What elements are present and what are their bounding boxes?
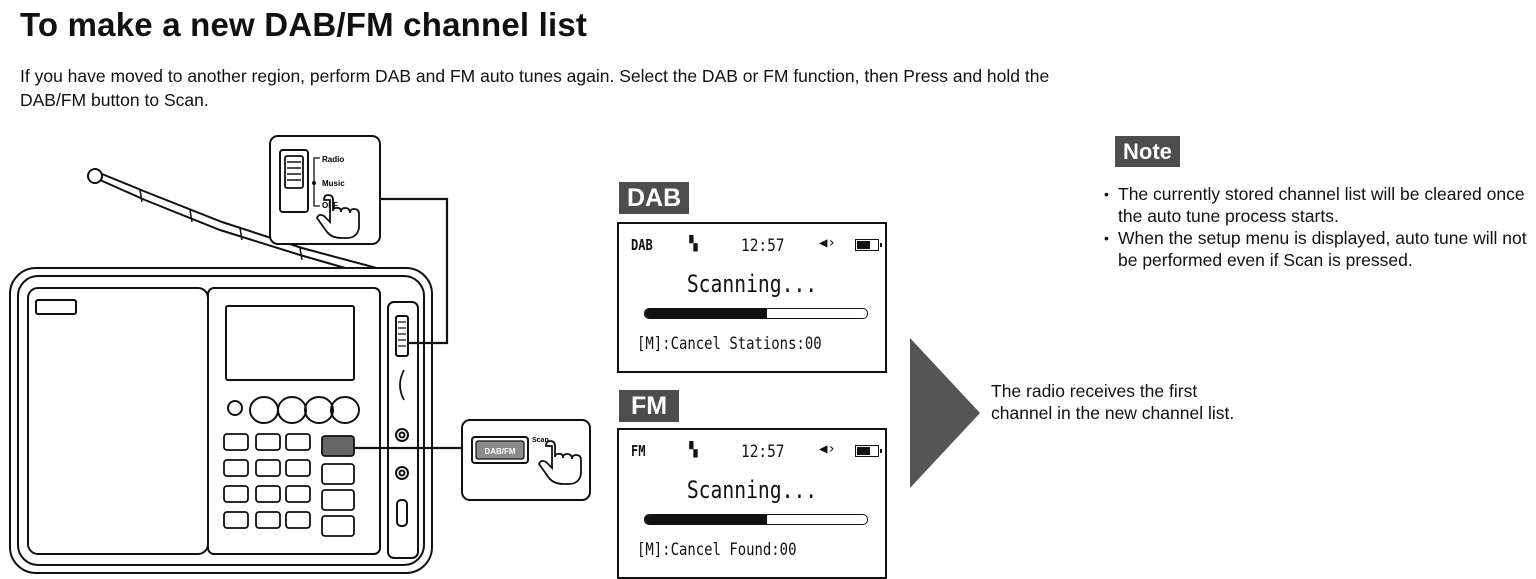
found-counter: [M]:Cancel Found:00 [637, 540, 797, 560]
status-bar: FM ▝▖ 12:57 ◀› [629, 441, 882, 464]
page-title: To make a new DAB/FM channel list [20, 6, 588, 43]
progress-fill [645, 515, 768, 524]
note-item: The currently stored channel list will b… [1104, 183, 1534, 227]
note-badge: Note [1115, 136, 1180, 167]
dabfm-button-label: DAB/FM [484, 447, 515, 456]
scan-progress-bar [644, 308, 868, 319]
mode-indicator: FM [631, 442, 646, 460]
note-item: When the setup menu is displayed, auto t… [1104, 227, 1534, 271]
radio-illustration: Radio Music OFF DAB/FM Scan [9, 135, 591, 574]
switch-callout: Radio Music OFF [269, 135, 381, 245]
arrow-right-icon [910, 338, 980, 488]
clock-time: 12:57 [741, 442, 785, 462]
intro-paragraph: If you have moved to another region, per… [20, 66, 1050, 110]
dabfm-button-callout: DAB/FM Scan [461, 419, 591, 501]
signal-strength-icon: ▝▖ [685, 442, 702, 458]
result-text: The radio receives the first channel in … [991, 381, 1235, 423]
speaker-icon: ◀› [819, 441, 836, 457]
antenna-illustration [87, 168, 385, 279]
dab-display: DAB ▝▖ 12:57 ◀› Scanning... [M]:Cancel S… [617, 222, 887, 373]
dab-badge: DAB [619, 182, 690, 214]
scanning-text: Scanning... [686, 476, 818, 504]
pointing-hand-icon [315, 194, 360, 239]
speaker-icon: ◀› [819, 235, 836, 251]
mode-indicator: DAB [631, 236, 653, 254]
progress-fill [645, 309, 768, 318]
note-list: The currently stored channel list will b… [1104, 183, 1534, 271]
battery-icon [855, 239, 882, 251]
fm-badge: FM [619, 390, 680, 422]
signal-strength-icon: ▝▖ [685, 236, 702, 252]
clock-time: 12:57 [741, 236, 785, 256]
stations-counter: [M]:Cancel Stations:00 [637, 334, 822, 354]
scan-caption: Scan [532, 437, 549, 444]
fm-display: FM ▝▖ 12:57 ◀› Scanning... [M]:Cancel Fo… [617, 428, 887, 579]
status-bar: DAB ▝▖ 12:57 ◀› [629, 235, 882, 258]
pointing-hand-icon [537, 440, 582, 485]
battery-icon [855, 445, 882, 457]
switch-label-radio: Radio [322, 155, 344, 164]
scan-progress-bar [644, 514, 868, 525]
switch-label-music: Music [322, 179, 345, 188]
scanning-text: Scanning... [686, 270, 818, 298]
